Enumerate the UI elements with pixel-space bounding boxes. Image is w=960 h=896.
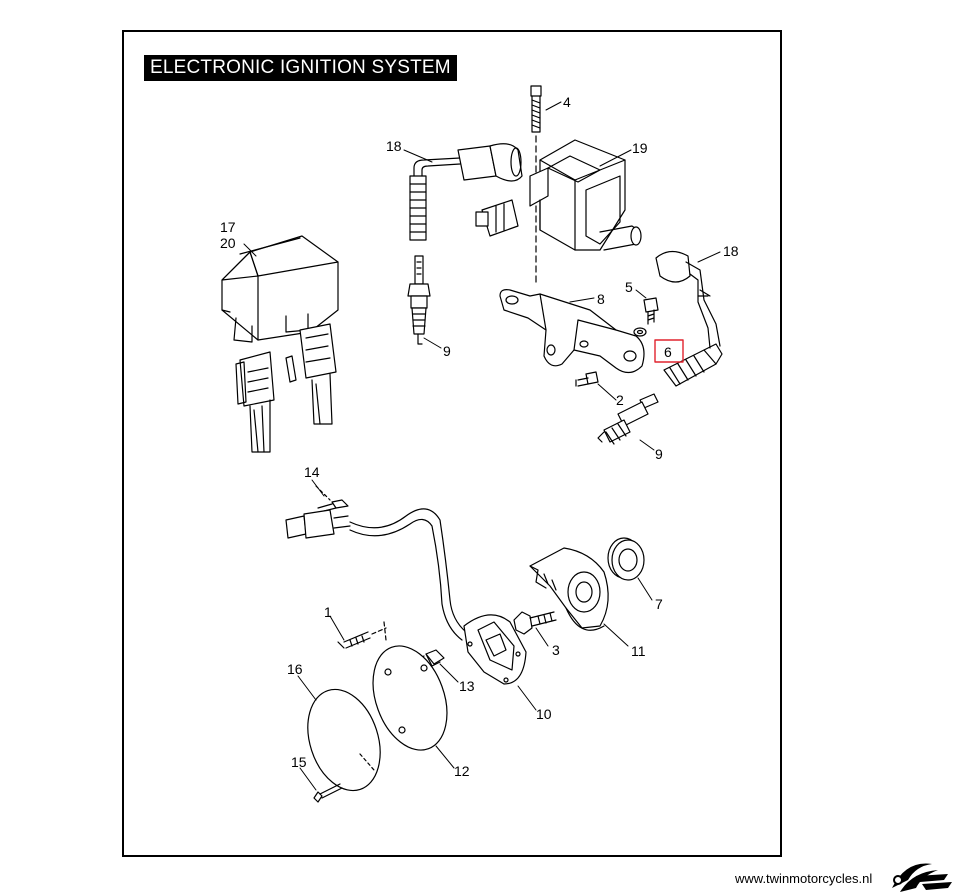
part-11-rotor bbox=[529, 547, 609, 631]
part-18-spark-plug-wire-top bbox=[409, 143, 523, 241]
part-7-seal bbox=[607, 537, 645, 581]
callout-12: 12 bbox=[454, 763, 470, 779]
callout-17: 17 bbox=[220, 219, 236, 235]
part-3-bolt bbox=[513, 611, 557, 635]
callout-15: 15 bbox=[291, 754, 307, 770]
callout-14: 14 bbox=[304, 464, 320, 480]
callout-4: 4 bbox=[563, 94, 571, 110]
part-1-screw bbox=[337, 621, 387, 649]
callout-6: 6 bbox=[664, 344, 672, 360]
callout-18-right: 18 bbox=[723, 243, 739, 259]
callout-5: 5 bbox=[625, 279, 633, 295]
callout-16: 16 bbox=[287, 661, 303, 677]
part-12-gasket bbox=[372, 645, 448, 751]
callout-19: 19 bbox=[632, 140, 648, 156]
part-9-spark-plug-lower bbox=[597, 393, 659, 445]
leader-lines bbox=[243, 101, 721, 791]
callout-10: 10 bbox=[536, 706, 552, 722]
callout-3: 3 bbox=[552, 642, 560, 658]
callout-20: 20 bbox=[220, 235, 236, 251]
callout-1: 1 bbox=[324, 604, 332, 620]
callout-8: 8 bbox=[597, 291, 605, 307]
callout-2: 2 bbox=[616, 392, 624, 408]
part-8-bracket bbox=[499, 289, 645, 374]
part-15-screw bbox=[313, 783, 343, 803]
callout-9-lower: 9 bbox=[655, 446, 663, 462]
callout-13: 13 bbox=[459, 678, 475, 694]
part-5-screw bbox=[643, 297, 659, 325]
callout-9-upper: 9 bbox=[443, 343, 451, 359]
part-4-bolt bbox=[530, 85, 542, 286]
callout-6-highlight-box bbox=[654, 339, 684, 363]
part-10-sensor-plate bbox=[463, 614, 527, 685]
callout-labels: 4 18 19 17 20 18 8 5 9 6 2 9 14 7 1 3 11… bbox=[220, 94, 739, 779]
diagram-title: ELECTRONIC IGNITION SYSTEM bbox=[144, 55, 457, 81]
part-16-cover bbox=[307, 688, 381, 792]
part-17-20-ignition-module bbox=[221, 235, 339, 453]
part-2-screw bbox=[575, 371, 599, 387]
part-14-terminal-pin bbox=[315, 485, 349, 513]
diagram-frame bbox=[122, 30, 782, 857]
part-19-ignition-coil bbox=[475, 139, 642, 251]
part-6-washer bbox=[633, 327, 647, 337]
callout-11: 11 bbox=[631, 643, 646, 659]
part-18-spark-plug-wire-right bbox=[655, 250, 723, 387]
callout-7: 7 bbox=[655, 596, 663, 612]
sensor-wiring-harness bbox=[285, 508, 467, 641]
twin-motorcycles-logo-icon bbox=[892, 863, 952, 892]
footer-website: www.twinmotorcycles.nl bbox=[735, 871, 873, 886]
callout-18-top: 18 bbox=[386, 138, 402, 154]
part-9-spark-plug-upper bbox=[407, 255, 431, 345]
